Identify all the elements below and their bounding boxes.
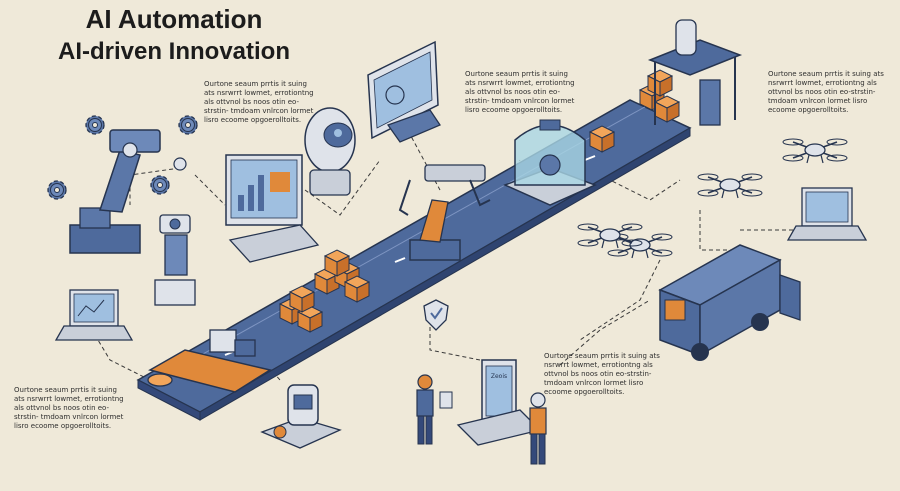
diagram-title: AI Automation <box>85 4 263 34</box>
laptop-right <box>786 187 868 241</box>
diagram-subtitle: AI-driven Innovation <box>57 38 290 65</box>
tablet-label: Zeois <box>491 373 507 380</box>
display-screen-top <box>367 40 441 143</box>
annotation-printer: Ourtone seaum prrtis it suing ats nsrwrr… <box>465 70 575 114</box>
checkpoint-shield-icon <box>423 299 449 331</box>
worker-right <box>529 392 547 465</box>
service-robot <box>260 384 342 449</box>
glass-dome-printer <box>503 119 597 206</box>
control-terminal: Zeois <box>456 359 542 446</box>
annotation-entry: Ourtone seaum prrtis it suing ats nsrwrr… <box>14 386 124 430</box>
annotation-drones: Ourtone seaum prrtis it suing ats nsrwrr… <box>768 70 884 114</box>
delivery-truck <box>658 244 801 361</box>
annotation-workers: Ourtone seaum prrtis it suing ats nsrwrr… <box>544 352 660 396</box>
annotation-monitor: Ourtone seaum prrtis it suing ats nsrwrr… <box>204 80 314 124</box>
inspection-robot <box>154 214 196 306</box>
loading-station <box>147 329 272 393</box>
storage-rack <box>647 19 743 126</box>
ai-robot-head <box>304 107 356 196</box>
robot-arm-left <box>69 129 161 254</box>
laptop-left <box>54 289 134 341</box>
robot-arm-center <box>398 164 491 261</box>
info-badge-icon <box>173 157 187 171</box>
worker-left <box>416 374 453 445</box>
analytics-monitor <box>225 154 320 263</box>
